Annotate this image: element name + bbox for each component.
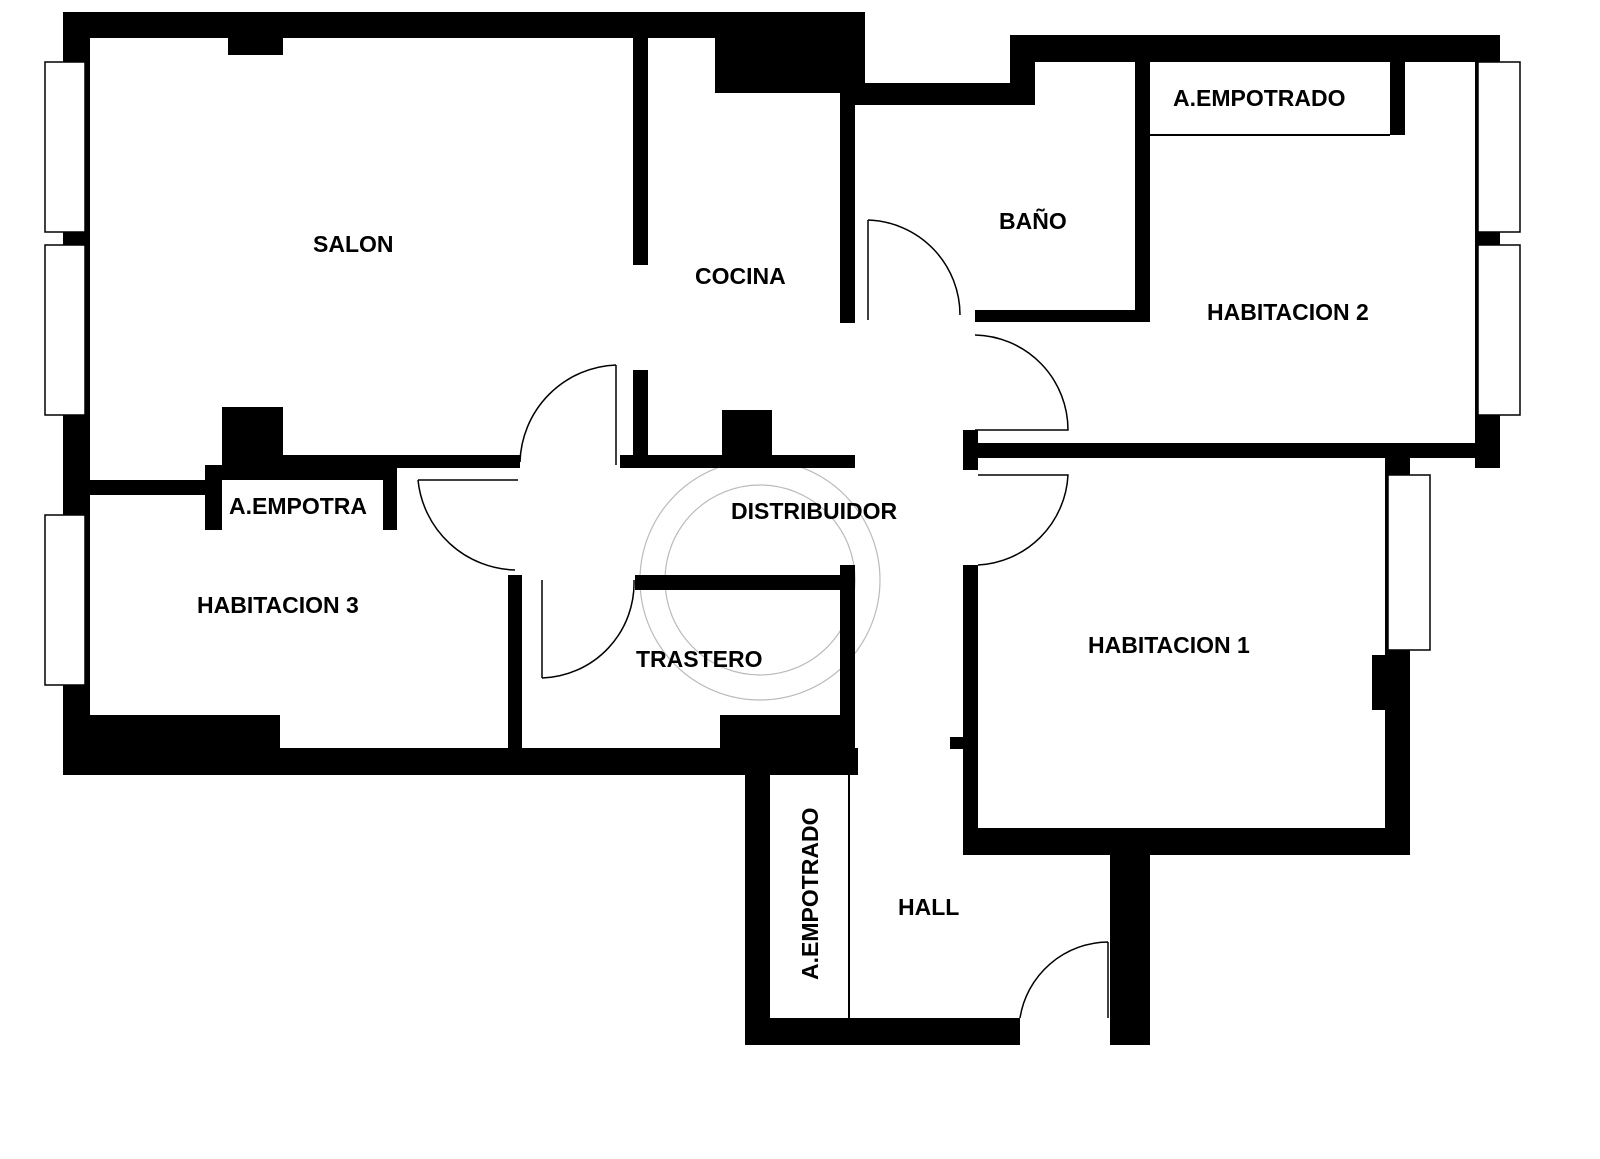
label-habitacion-2: HABITACION 2 xyxy=(1207,299,1369,325)
room-labels: SALON COCINA BAÑO A.EMPOTRADO HABITACION… xyxy=(197,85,1369,980)
label-empotrado-hall: A.EMPOTRADO xyxy=(797,808,823,981)
windows xyxy=(44,61,1521,686)
walls xyxy=(63,12,1500,1045)
label-empotra: A.EMPOTRA xyxy=(229,493,367,519)
label-hall: HALL xyxy=(898,894,959,920)
label-habitacion-3: HABITACION 3 xyxy=(197,592,359,618)
label-habitacion-1: HABITACION 1 xyxy=(1088,632,1250,658)
label-trastero: TRASTERO xyxy=(636,646,763,672)
label-distribuidor: DISTRIBUIDOR xyxy=(731,498,898,524)
label-bano: BAÑO xyxy=(999,207,1067,234)
label-empotrado-top: A.EMPOTRADO xyxy=(1173,85,1346,111)
doors xyxy=(417,219,1109,1019)
label-salon: SALON xyxy=(313,231,394,257)
label-cocina: COCINA xyxy=(695,263,786,289)
